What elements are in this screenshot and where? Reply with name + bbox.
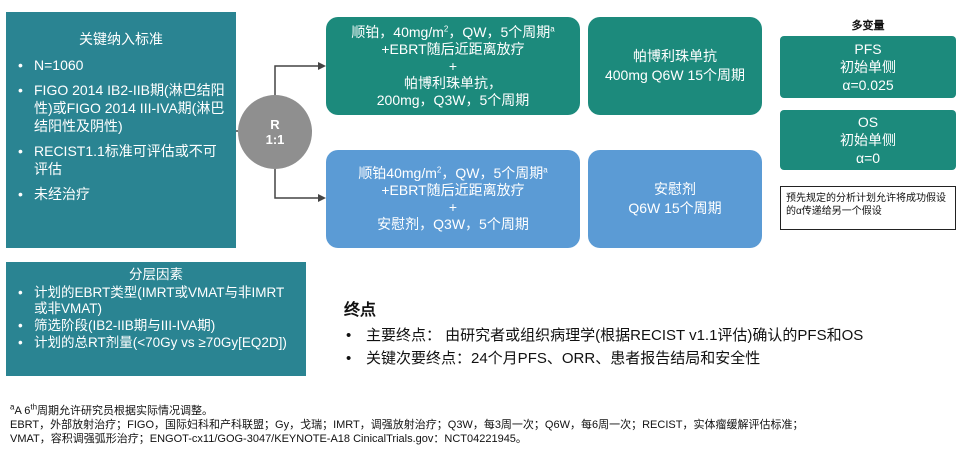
footnote-1-pre: A 6 [14,405,31,417]
arm2-footnote-mark: a [543,165,548,175]
multivariable-title: 多变量 [851,20,885,32]
arm2-line1: 顺铂40mg/m [358,165,437,181]
criteria-item: N=1060 [16,56,226,74]
inclusion-criteria-title: 关键纳入标准 [79,31,163,47]
endpoints-section: 终点 主要终点： 由研究者或组织病理学(根据RECIST v1.1评估)确认的P… [344,300,954,371]
arm2-maintenance-box: 安慰剂 Q6W 15个周期 [588,150,762,248]
footnote-abbreviations-1: EBRT，外部放射治疗；FIGO，国际妇科和产科联盟；Gy，戈瑞；IMRT，调强… [10,419,804,431]
endpoints-title: 终点 [344,302,377,319]
arm1-maintenance-drug: 帕博利珠单抗 [633,48,717,64]
arm1-line1-tail: ，QW，5个周期 [448,23,551,40]
pfs-sided: 初始单侧 [840,59,896,75]
arm1-maintenance-box: 帕博利珠单抗 400mg Q6W 15个周期 [588,17,762,115]
arrowhead-arm2 [318,194,326,202]
arm1-maintenance-regimen: 400mg Q6W 15个周期 [604,67,746,83]
footnote-1-sup: th [30,402,38,412]
pfs-alpha: α=0.025 [842,77,894,93]
endpoint-item: 关键次要终点：24个月PFS、ORR、患者报告结局和安全性 [344,348,954,369]
randomization-label: R [270,117,280,132]
criteria-item: RECIST1.1标准可评估或不可评估 [16,142,226,178]
arm1-treatment-box: 顺铂，40mg/m2，QW，5个周期a +EBRT随后近距离放疗 + 帕博利珠单… [326,17,580,115]
arm2-treatment-box: 顺铂40mg/m2，QW，5个周期a +EBRT随后近距离放疗 + 安慰剂，Q3… [326,150,580,248]
footnotes: aA 6th周期允许研究员根据实际情况调整。 EBRT，外部放射治疗；FIGO，… [10,402,955,446]
pfs-label: PFS [854,41,882,57]
arm2-line1-tail: ，QW，5个周期 [441,165,544,181]
arm1-line2: +EBRT随后近距离放疗 [381,40,525,57]
arm1-plus: + [448,57,458,74]
alpha-transfer-note: 预先规定的分析计划允许将成功假设的α传递给另一个假设 [780,186,956,230]
os-label: OS [857,114,879,130]
stratification-item: 计划的EBRT类型(IMRT或VMAT与非IMRT或非VMAT) [16,285,296,317]
os-alpha: α=0 [855,150,881,166]
pfs-alpha-box: PFS 初始单侧 α=0.025 [780,36,956,98]
arm1-line4: 200mg，Q3W，5个周期 [376,91,530,108]
os-alpha-box: OS 初始单侧 α=0 [780,110,956,170]
inclusion-criteria-panel: 关键纳入标准 N=1060 FIGO 2014 IB2-IIB期(淋巴结阳性)或… [6,12,236,248]
footnote-1-post: 周期允许研究员根据实际情况调整。 [37,405,214,417]
footnote-mark: a [10,402,15,412]
stratification-panel: 分层因素 计划的EBRT类型(IMRT或VMAT与非IMRT或非VMAT) 筛选… [6,262,306,376]
arrowhead-arm1 [318,62,326,70]
arm1-line1: 顺铂，40mg/m [351,23,444,40]
stratification-item: 计划的总RT剂量(<70Gy vs ≥70Gy[EQ2D]) [16,335,296,351]
arm1-footnote-mark: a [550,23,555,33]
arm2-line3: 安慰剂，Q3W，5个周期 [377,216,529,232]
footnote-abbreviations-2: VMAT，容积调强弧形治疗；ENGOT-cx11/GOG-3047/KEYNOT… [10,433,527,445]
arm2-plus: + [448,199,458,215]
os-sided: 初始单侧 [840,132,896,148]
arm2-line1-sup: 2 [436,165,442,175]
arm2-maintenance-regimen: Q6W 15个周期 [628,200,722,216]
arm1-line3: 帕博利珠单抗， [404,74,502,91]
arm2-line2: +EBRT随后近距离放疗 [381,182,525,198]
stratification-title: 分层因素 [129,267,183,282]
arm1-line1-sup: 2 [443,23,449,33]
stratification-item: 筛选阶段(IB2-IIB期与III-IVA期) [16,318,296,334]
randomization-ratio: 1:1 [265,132,285,147]
criteria-item: FIGO 2014 IB2-IIB期(淋巴结阳性)或FIGO 2014 III-… [16,81,226,135]
randomization-node: R 1:1 [238,95,312,169]
endpoint-item: 主要终点： 由研究者或组织病理学(根据RECIST v1.1评估)确认的PFS和… [344,325,954,346]
arm2-maintenance-drug: 安慰剂 [654,181,696,197]
criteria-item: 未经治疗 [16,185,226,203]
